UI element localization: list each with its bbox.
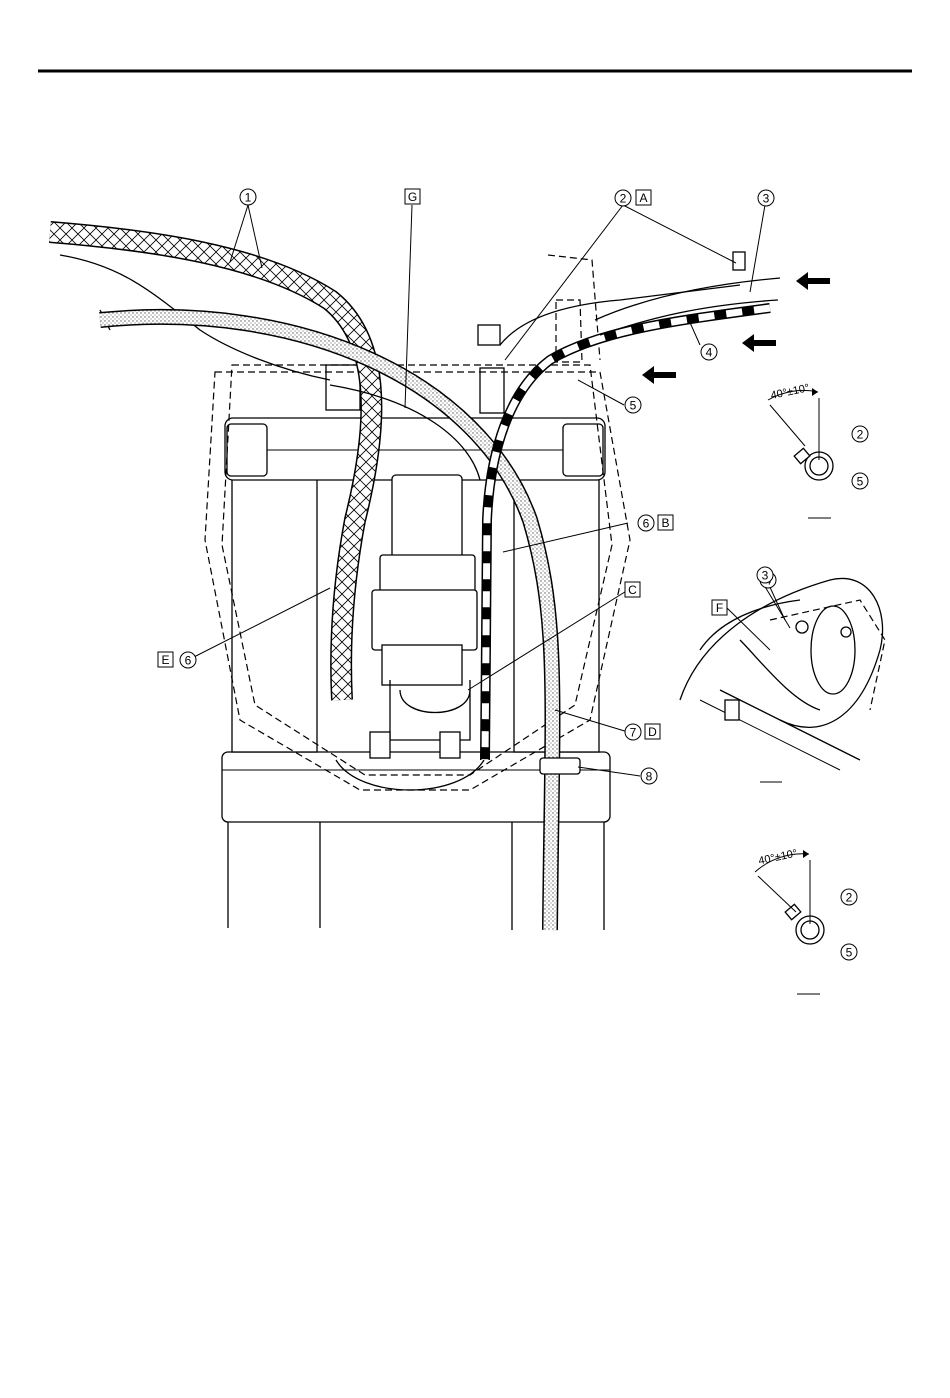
svg-text:3: 3 [762,569,769,583]
letter-E: E [158,652,173,667]
callout-5: 5 [625,397,641,413]
main-view [50,232,830,930]
letter-B: B [658,515,673,530]
callout-4: 4 [701,344,717,360]
detail-clip-bottom [755,850,824,994]
svg-text:F: F [716,601,723,615]
arrow-icon [642,366,676,384]
svg-text:1: 1 [245,191,252,205]
svg-text:5: 5 [630,399,637,413]
angle-spec-top: 40°±10° [770,382,811,402]
svg-text:2: 2 [620,192,627,206]
svg-text:2: 2 [846,891,853,905]
angle-spec-bottom: 40°±10° [757,848,798,868]
svg-text:D: D [648,725,657,739]
svg-text:B: B [661,516,669,530]
detail1-callout-2: 2 [852,426,868,442]
svg-text:A: A [639,191,647,205]
svg-text:6: 6 [185,654,192,668]
callout-1: 1 [240,189,256,205]
letter-G: G [405,189,420,204]
detail3-callout-5: 5 [841,944,857,960]
detail-handlebar [680,578,885,782]
callout-8: 8 [641,768,657,784]
detail3-callout-2: 2 [841,889,857,905]
letter-F: F [712,600,727,615]
arrow-icon [796,272,830,290]
letter-D: D [645,724,660,739]
svg-text:2: 2 [857,428,864,442]
detail1-callout-5: 5 [852,473,868,489]
letter-C: C [625,582,640,597]
callout-6-b: 6 [638,515,654,531]
svg-text:5: 5 [857,475,864,489]
callout-7: 7 [625,724,641,740]
svg-text:7: 7 [630,726,637,740]
svg-text:8: 8 [646,770,653,784]
callout-6-e: 6 [180,652,196,668]
callout-3: 3 [758,190,774,206]
svg-text:5: 5 [846,946,853,960]
callout-2: 2 [615,190,631,206]
detail2-callout-3-final: 3 [757,567,773,583]
svg-text:C: C [628,583,637,597]
detail-clip-top [768,388,833,518]
svg-text:6: 6 [643,517,650,531]
svg-text:G: G [408,190,417,204]
svg-text:3: 3 [763,192,770,206]
letter-A: A [636,190,651,205]
svg-text:E: E [161,653,169,667]
svg-text:4: 4 [706,346,713,360]
arrow-icon [742,334,776,352]
